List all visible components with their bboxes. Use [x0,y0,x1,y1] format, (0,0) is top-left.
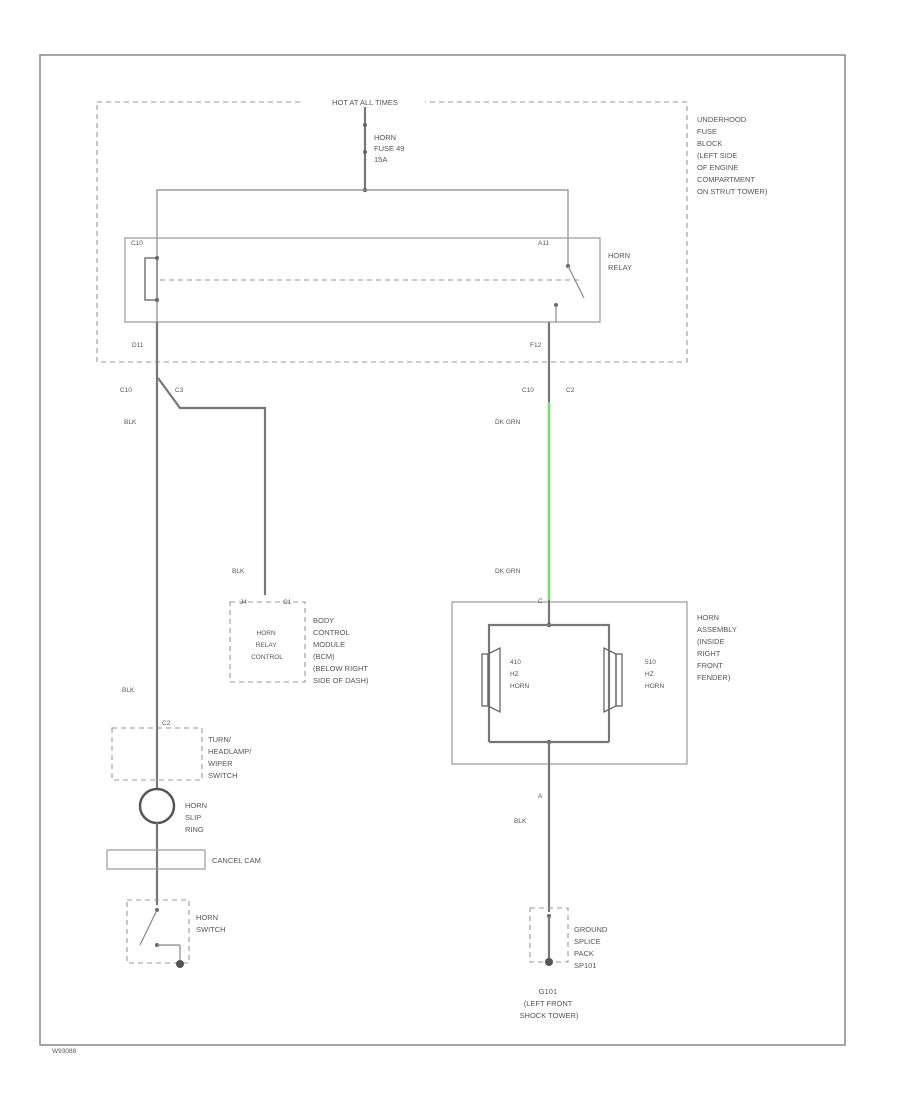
ground-location-label: G101 (LEFT FRONT SHOCK TOWER) [520,987,579,1020]
horn-relay-control-label: HORN RELAY CONTROL [251,630,283,661]
fuse-block-location-label: UNDERHOOD FUSE BLOCK (LEFT SIDE OF ENGIN… [697,115,768,196]
diagram-frame [39,54,846,1046]
figure-code: W93088 [52,1048,77,1055]
relay-coil [144,257,158,301]
svg-text:C2: C2 [566,387,575,394]
horn-relay-label: HORN RELAY [608,251,632,272]
fuse-block-outline [96,101,688,363]
horn-switch-label: HORN SWITCH [196,913,226,934]
ground-point-g101 [545,958,553,966]
svg-text:F12: F12 [530,342,542,349]
svg-text:C10: C10 [131,240,143,247]
svg-text:C: C [538,598,543,605]
horn-switch [126,899,190,964]
switch-label: TURN/ HEADLAMP/ WIPER SWITCH [208,735,253,780]
wire-left-mid-label: BLK [122,687,135,694]
svg-text:C3: C3 [175,387,184,394]
hot-at-all-times-label: HOT AT ALL TIMES [332,98,398,107]
ground-splice-label: GROUND SPLICE PACK SP101 [574,925,609,970]
svg-text:C10: C10 [522,387,534,394]
wire-ground-label: BLK [514,818,527,825]
horn-relay-box [124,237,601,323]
horn-switch-ground [176,960,184,968]
bcm-box [229,601,306,683]
horn-assembly-box [451,601,688,765]
slip-ring-label: HORN SLIP RING [185,801,209,834]
svg-text:C1: C1 [283,599,292,606]
horn-410hz-label: 410 HZ HORN [510,659,529,690]
horn-fuse-label: HORN FUSE 49 15A [374,133,407,164]
wire-right-lower-label: DK GRN [495,568,521,575]
wire-bcm-feed-label: BLK [232,568,245,575]
svg-text:A: A [538,793,543,800]
horn-slip-ring [138,787,176,825]
bcm-location-label: BODY CONTROL MODULE (BCM) (BELOW RIGHT S… [313,616,370,685]
horn-assembly-location-label: HORN ASSEMBLY (INSIDE RIGHT FRONT FENDER… [697,613,739,682]
svg-text:A11: A11 [538,240,549,247]
svg-text:D11: D11 [132,342,144,349]
svg-text:C2: C2 [162,720,171,727]
svg-text:C10: C10 [120,387,132,394]
horn-510hz [603,646,623,714]
wire-left-upper-label: BLK [124,419,137,426]
cancel-cam [106,849,206,870]
svg-text:J4: J4 [240,599,247,606]
horn-410hz [481,646,501,714]
horn-510hz-label: 510 HZ HORN [645,659,664,690]
cancel-cam-label: CANCEL CAM [212,856,261,865]
wire-right-upper-label: DK GRN [495,419,521,426]
